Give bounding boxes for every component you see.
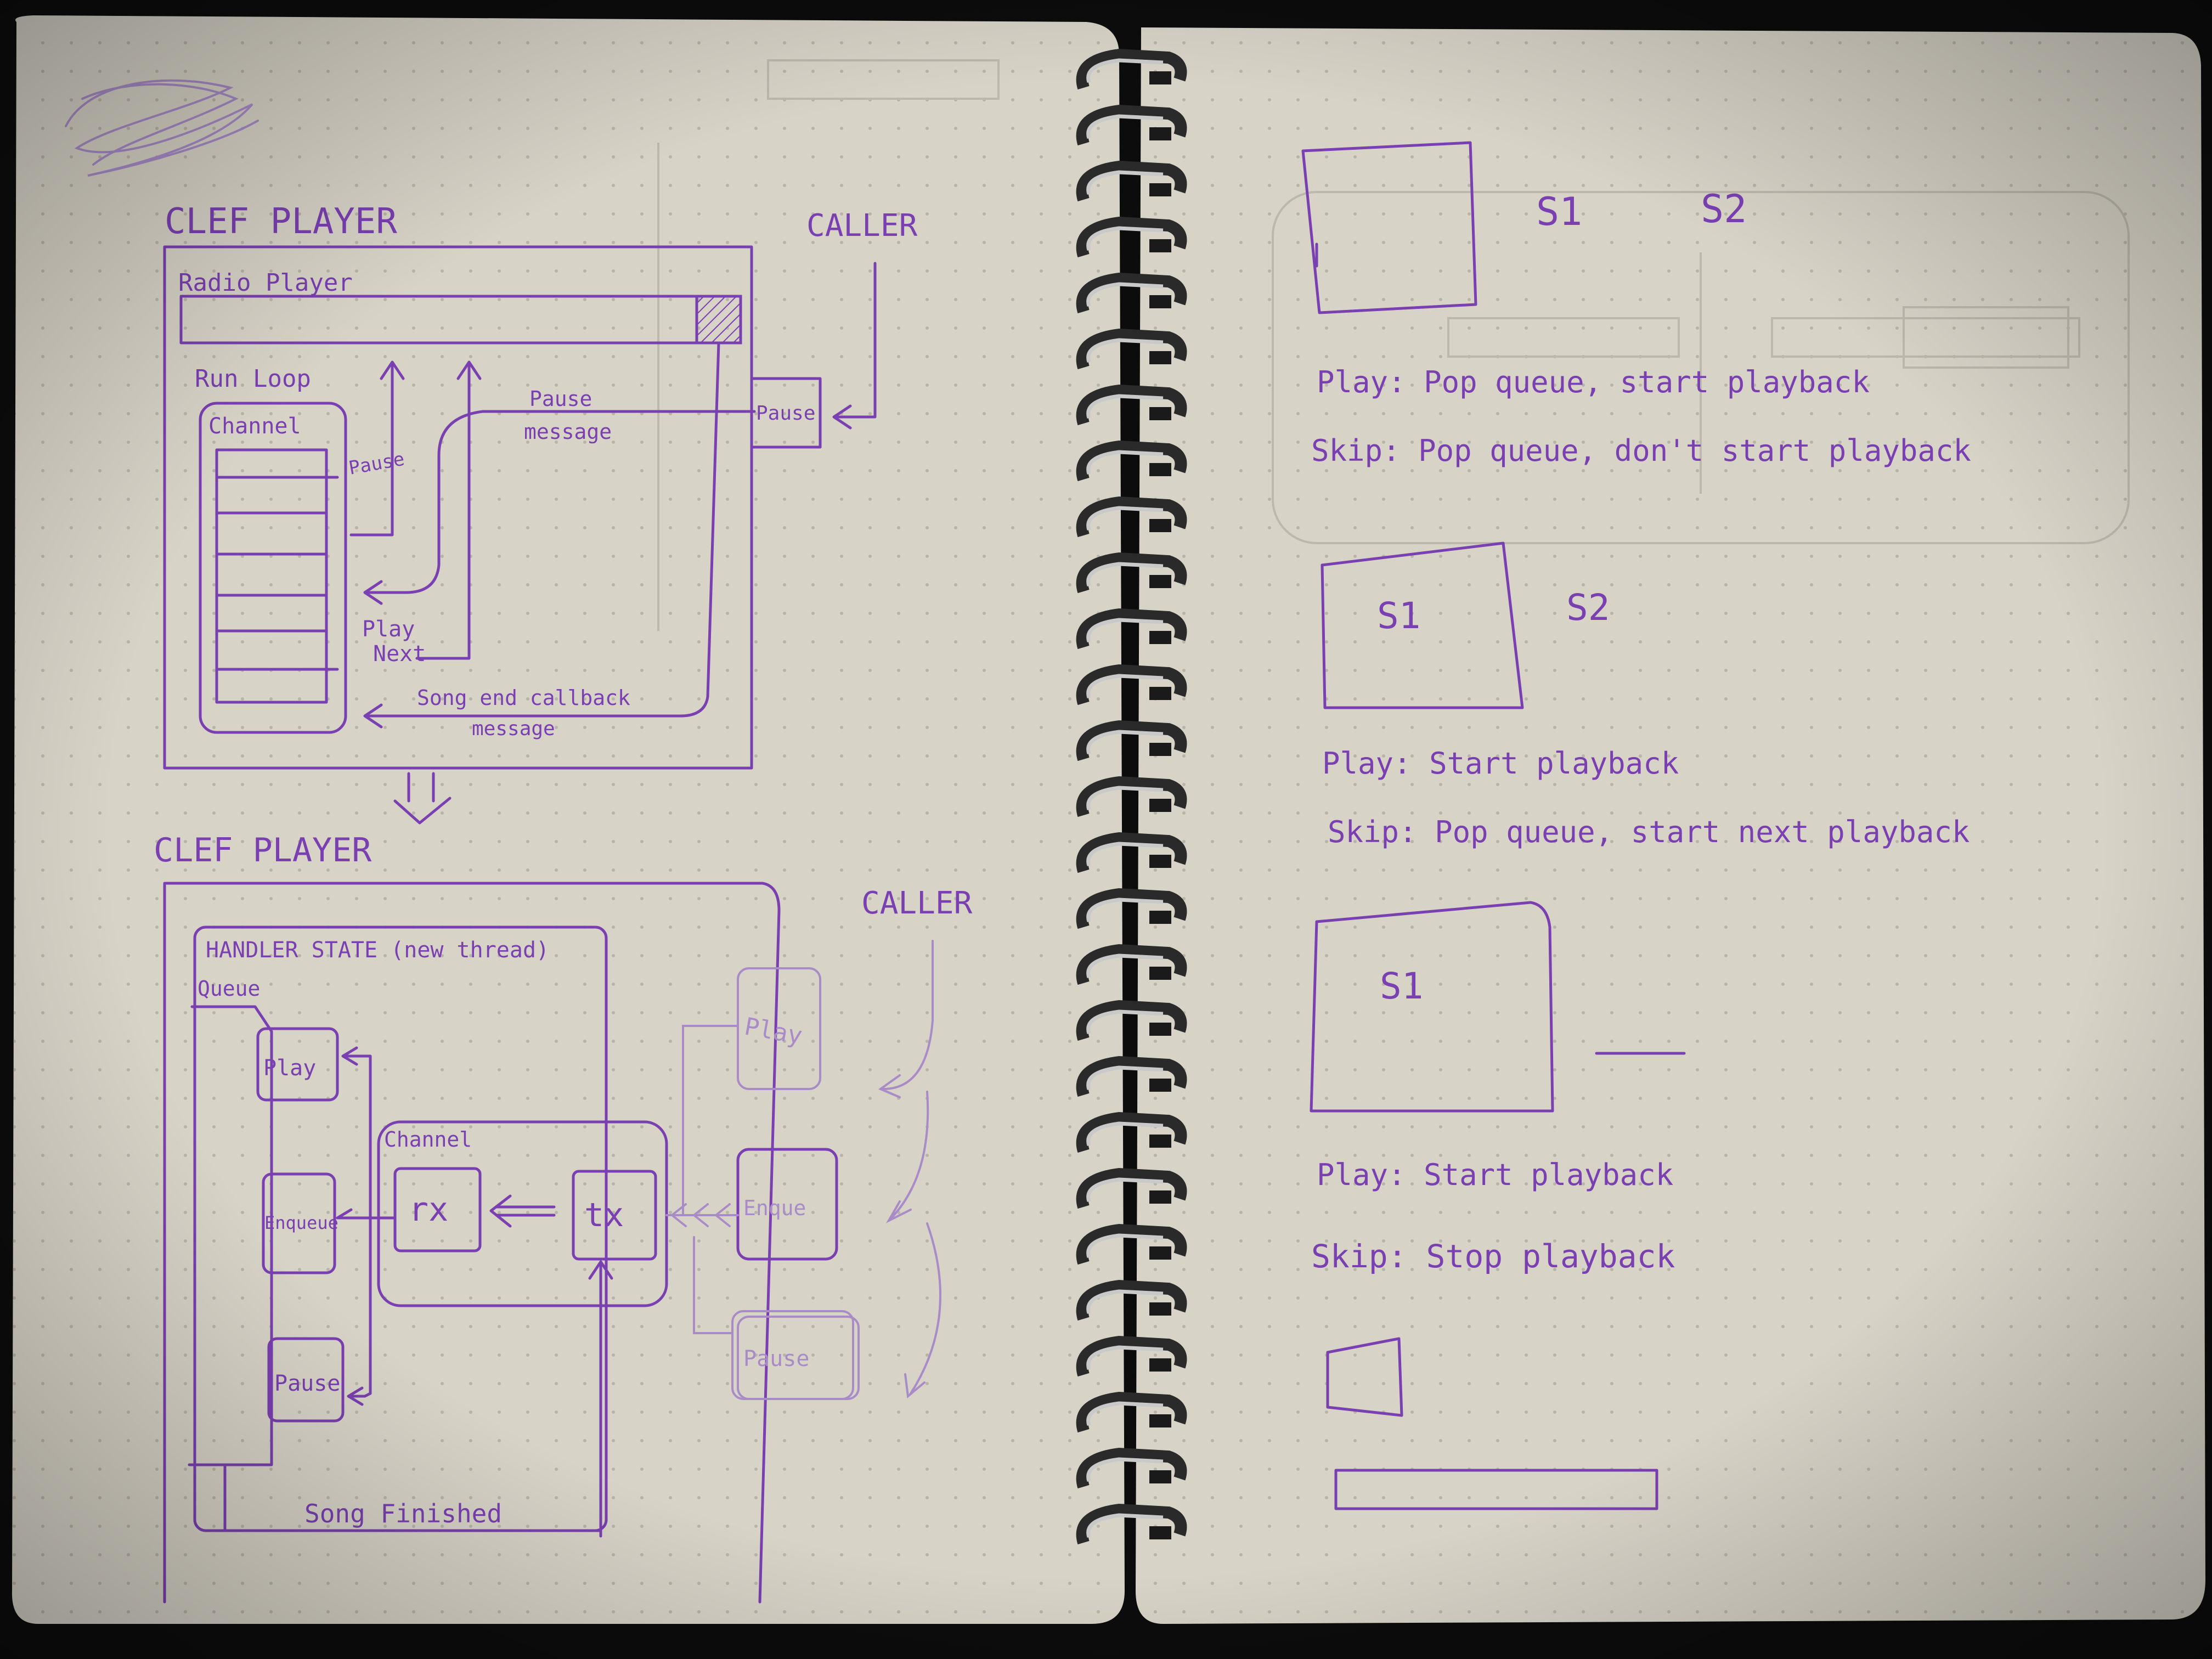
radio-player-label: Radio Player bbox=[178, 269, 353, 297]
binding-hole bbox=[1149, 1358, 1171, 1372]
state-c-play: Play: Start playback bbox=[1317, 1158, 1673, 1192]
top-caller-label: CALLER bbox=[806, 208, 918, 244]
caller-pause-label: Pause bbox=[743, 1346, 809, 1372]
binding-hole bbox=[1149, 631, 1171, 644]
binding-hole bbox=[1149, 575, 1171, 588]
state-b-s2: S2 bbox=[1566, 586, 1610, 629]
radio-player-hatched-end bbox=[695, 295, 742, 345]
play-next-label-2: Next bbox=[373, 641, 426, 667]
left-page bbox=[12, 15, 1125, 1624]
binding-hole bbox=[1149, 1246, 1171, 1260]
binding-hole bbox=[1149, 351, 1171, 364]
rx-label: rx bbox=[409, 1190, 448, 1229]
binding-hole bbox=[1149, 1302, 1171, 1316]
queue-label: Queue bbox=[198, 977, 260, 1001]
binding-hole bbox=[1149, 295, 1171, 308]
pause-message-label-1: Pause bbox=[529, 387, 592, 411]
handler-enqueue-label: Enqueue bbox=[264, 1212, 338, 1233]
handler-pause-label: Pause bbox=[274, 1371, 340, 1396]
song-end-label-1: Song end callback bbox=[417, 686, 630, 710]
binding-hole bbox=[1149, 799, 1171, 812]
run-loop-label: Run Loop bbox=[195, 365, 311, 393]
top-pause-box-label: Pause bbox=[756, 402, 815, 425]
binding-hole bbox=[1149, 1526, 1171, 1539]
state-c-s1: S1 bbox=[1380, 965, 1423, 1007]
tx-label: tx bbox=[584, 1196, 624, 1234]
handler-play-label: Play bbox=[263, 1056, 316, 1081]
binding-hole bbox=[1149, 71, 1171, 84]
binding-hole bbox=[1149, 687, 1171, 700]
binding-hole bbox=[1149, 407, 1171, 420]
channel-label-bottom: Channel bbox=[384, 1127, 472, 1152]
binding-hole bbox=[1149, 1414, 1171, 1427]
bottom-title: CLEF PLAYER bbox=[154, 831, 372, 870]
binding-hole bbox=[1149, 239, 1171, 252]
binding-hole bbox=[1149, 519, 1171, 532]
binding-hole bbox=[1149, 1135, 1171, 1148]
state-b-play: Play: Start playback bbox=[1322, 746, 1679, 781]
binding-hole bbox=[1149, 967, 1171, 980]
state-a-s2: S2 bbox=[1701, 187, 1747, 232]
handler-state-label: HANDLER STATE (new thread) bbox=[206, 938, 549, 963]
state-b-skip: Skip: Pop queue, start next playback bbox=[1328, 815, 1970, 849]
state-a-s1: S1 bbox=[1536, 189, 1582, 234]
song-end-label-2: message bbox=[472, 718, 555, 740]
binding-hole bbox=[1149, 1470, 1171, 1483]
binding-hole bbox=[1149, 855, 1171, 868]
binding-hole bbox=[1149, 463, 1171, 476]
binding-hole bbox=[1149, 1079, 1171, 1092]
binding-hole bbox=[1149, 127, 1171, 140]
binding-hole bbox=[1149, 743, 1171, 756]
state-a-skip: Skip: Pop queue, don't start playback bbox=[1311, 433, 1971, 468]
binding-hole bbox=[1149, 911, 1171, 924]
binding-hole bbox=[1149, 1023, 1171, 1036]
binding-hole bbox=[1149, 183, 1171, 196]
caller-enqueue-label: Enque bbox=[743, 1196, 806, 1220]
binding-hole bbox=[1149, 1190, 1171, 1204]
state-a-play: Play: Pop queue, start playback bbox=[1317, 365, 1870, 399]
top-title: CLEF PLAYER bbox=[165, 201, 397, 242]
song-finished-label: Song Finished bbox=[304, 1499, 502, 1528]
channel-label-top: Channel bbox=[208, 414, 301, 439]
pause-message-label-2: message bbox=[524, 420, 612, 444]
bottom-caller-label: CALLER bbox=[861, 885, 973, 921]
state-c-skip: Skip: Stop playback bbox=[1311, 1238, 1675, 1275]
state-b-s1: S1 bbox=[1377, 595, 1420, 637]
play-next-label-1: Play bbox=[362, 617, 415, 642]
